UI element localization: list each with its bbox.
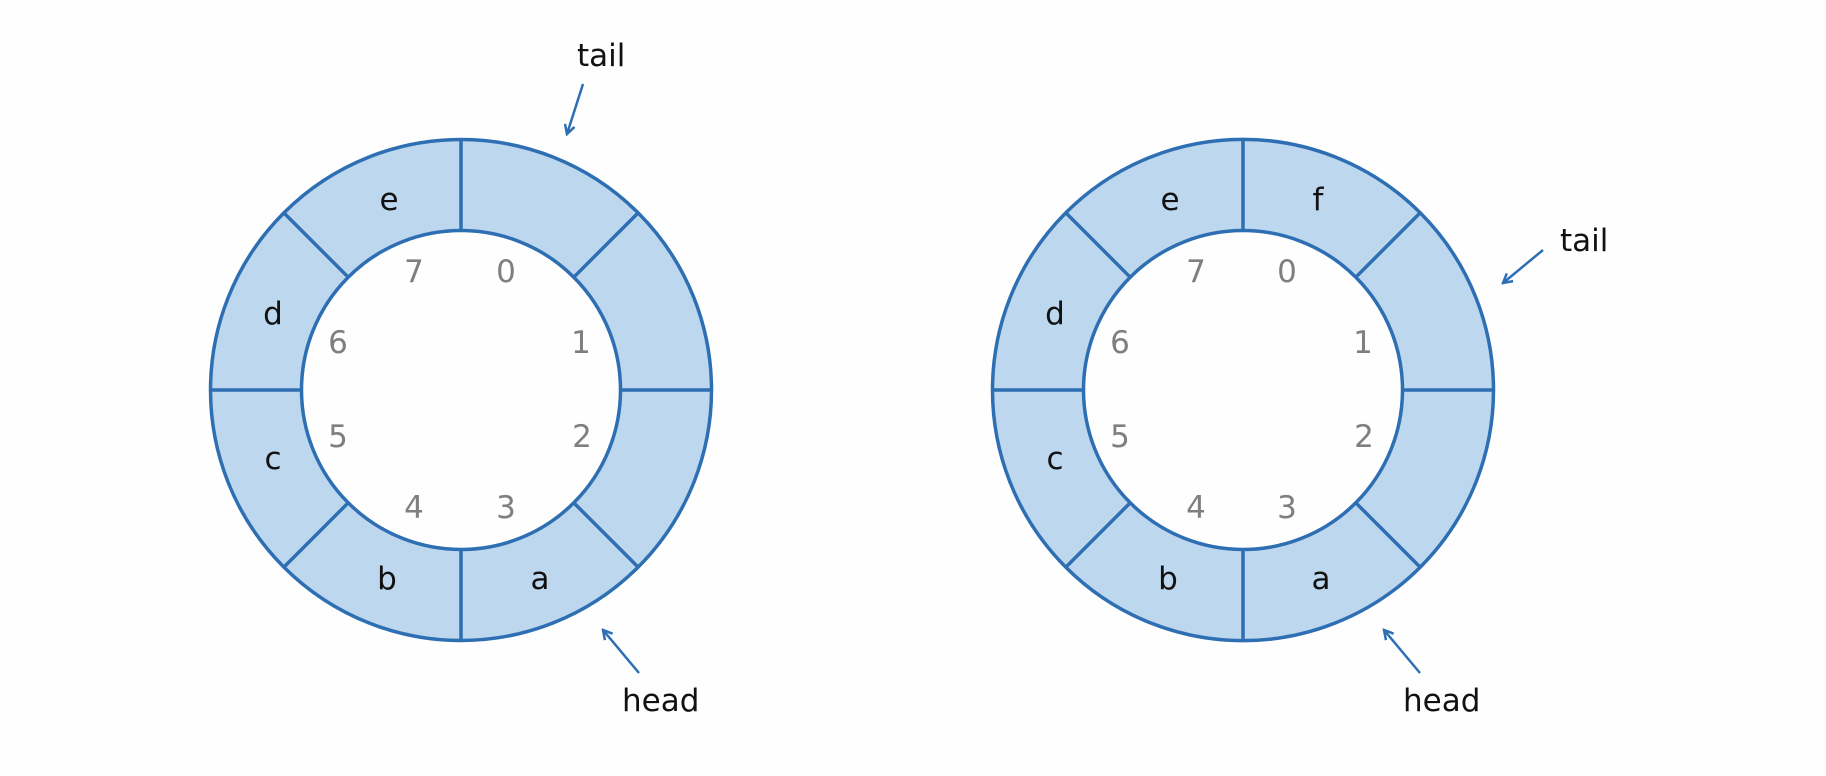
tail-arrow <box>567 83 585 134</box>
slot-5-value: c <box>1046 441 1063 477</box>
slot-4-value: b <box>377 561 397 597</box>
index-2: 2 <box>1354 419 1374 455</box>
index-1: 1 <box>571 325 591 361</box>
tail-pointer: tail <box>1503 223 1608 283</box>
tail-label: tail <box>1560 223 1608 259</box>
tail-arrow <box>1503 249 1544 283</box>
slot-0-value: f <box>1313 182 1325 218</box>
index-6: 6 <box>328 325 348 361</box>
index-6: 6 <box>1110 325 1130 361</box>
slot-labels: a b c d e <box>263 182 549 597</box>
slot-divider <box>282 211 350 279</box>
tail-pointer: tail <box>567 38 625 134</box>
slot-indices: 0 1 2 3 4 5 6 7 <box>1110 254 1374 526</box>
slot-4-value: b <box>1158 561 1178 597</box>
head-arrow <box>1384 630 1421 674</box>
index-1: 1 <box>1353 325 1373 361</box>
slot-divider <box>1064 211 1132 279</box>
ring-buffer-right: f a b c d e 0 1 2 3 4 5 6 7 tail <box>990 137 1608 719</box>
index-2: 2 <box>572 419 592 455</box>
index-4: 4 <box>1186 490 1206 526</box>
slot-divider <box>1354 211 1422 279</box>
index-0: 0 <box>1277 254 1297 290</box>
slot-5-value: c <box>264 441 281 477</box>
slot-indices: 0 1 2 3 4 5 6 7 <box>328 254 592 526</box>
slot-3-value: a <box>1312 561 1331 597</box>
slot-6-value: d <box>1045 296 1065 332</box>
index-7: 7 <box>404 254 424 290</box>
slot-divider <box>1354 501 1422 569</box>
tail-label: tail <box>577 38 625 74</box>
slot-divider <box>572 501 640 569</box>
slot-divider <box>572 211 640 279</box>
slot-7-value: e <box>1160 182 1179 218</box>
index-0: 0 <box>496 254 516 290</box>
slot-divider <box>1064 501 1132 569</box>
slot-labels: f a b c d e <box>1045 182 1330 597</box>
head-arrow <box>603 630 640 674</box>
slot-3-value: a <box>531 561 550 597</box>
head-pointer: head <box>1384 630 1480 719</box>
head-pointer: head <box>603 630 699 719</box>
slot-6-value: d <box>263 296 283 332</box>
index-7: 7 <box>1186 254 1206 290</box>
index-5: 5 <box>1110 419 1130 455</box>
index-3: 3 <box>1277 490 1297 526</box>
index-5: 5 <box>328 419 348 455</box>
head-label: head <box>622 683 699 719</box>
head-label: head <box>1403 683 1480 719</box>
index-3: 3 <box>496 490 516 526</box>
ring-buffer-left: a b c d e 0 1 2 3 4 5 6 7 tail head <box>208 38 714 719</box>
slot-divider <box>282 501 350 569</box>
slot-dividers <box>992 139 1494 641</box>
index-4: 4 <box>404 490 424 526</box>
slot-7-value: e <box>379 182 398 218</box>
slot-dividers <box>210 139 712 641</box>
